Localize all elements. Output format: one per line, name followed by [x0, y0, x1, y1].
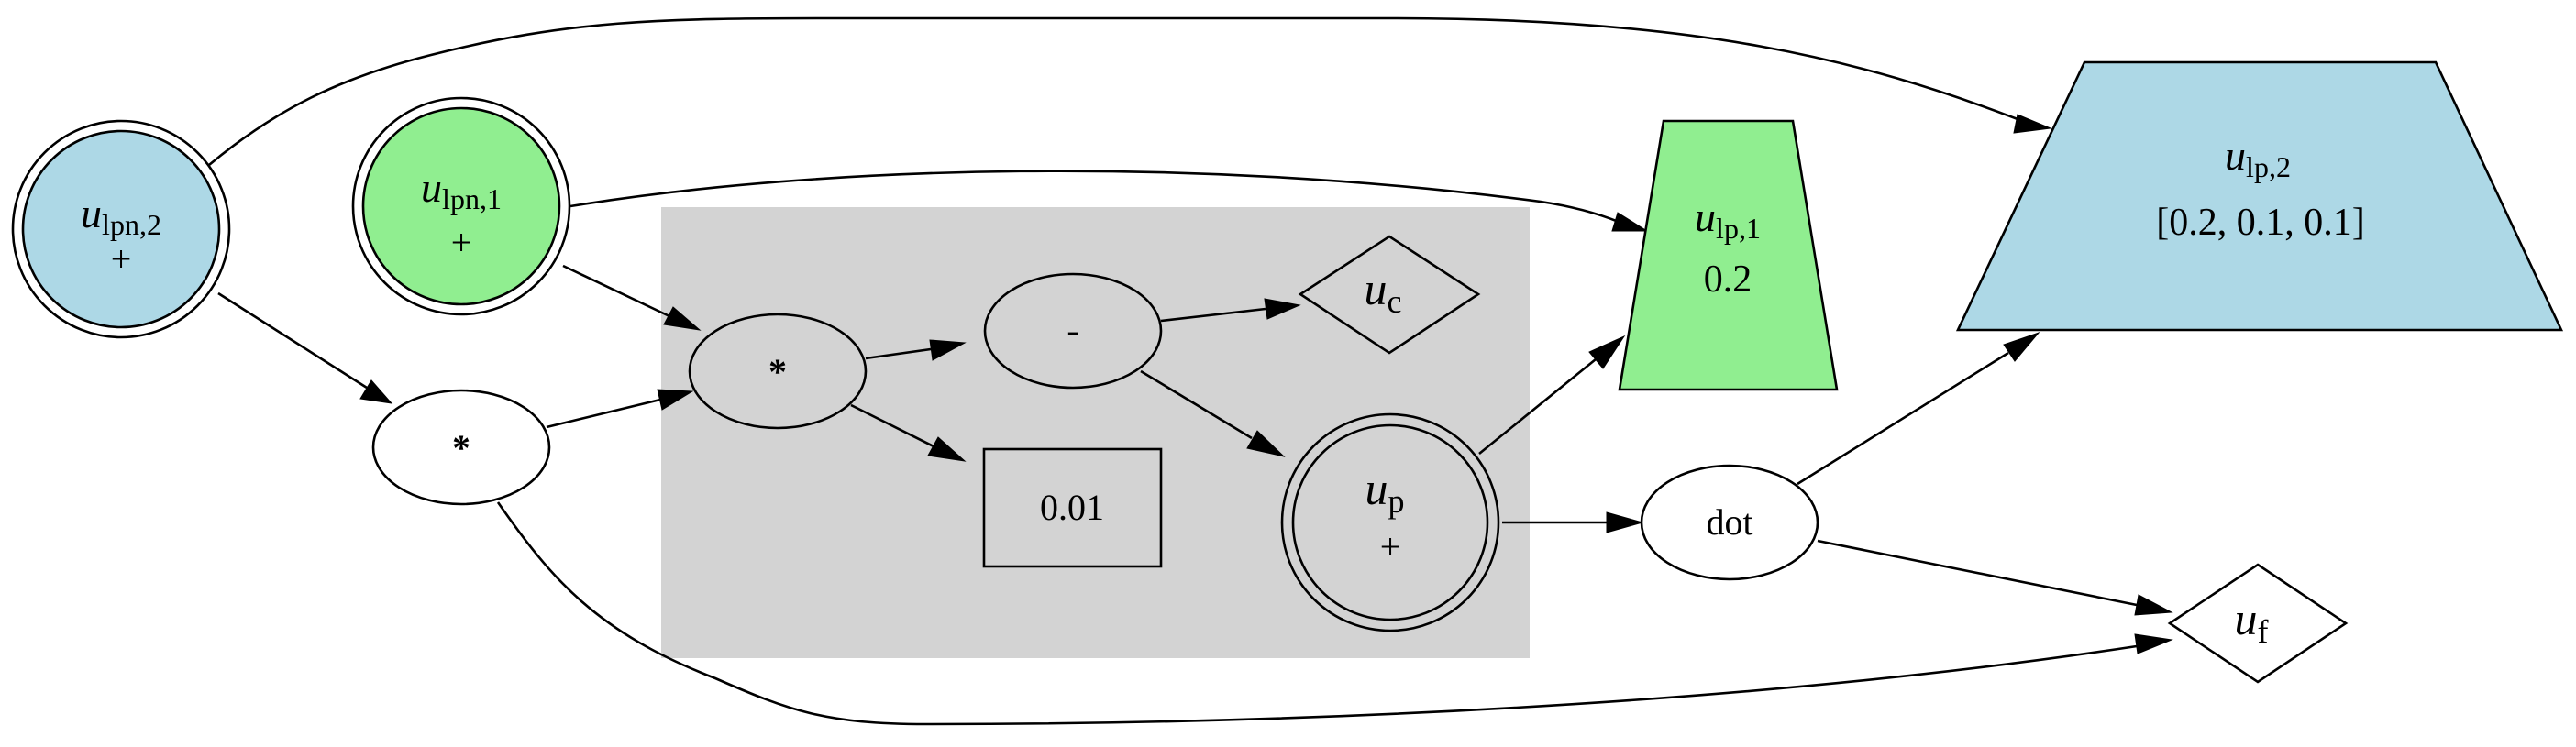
node-dot[interactable]: dot [1640, 464, 1819, 581]
edges [208, 16, 2173, 726]
subscript-label: p [1388, 483, 1405, 520]
op-label: + [111, 238, 132, 280]
arrowhead [927, 436, 967, 462]
node-label: * [768, 351, 787, 392]
svg-text:ulp,2: ulp,2 [2225, 132, 2291, 183]
node-minus[interactable]: - [983, 272, 1163, 390]
arrowhead [2134, 594, 2173, 616]
node-label: 0.01 [1040, 487, 1104, 528]
edge-ulpn1-to-ulp1 [569, 170, 1620, 224]
subscript-label: lpn,1 [442, 182, 502, 215]
node-mul-left[interactable]: * [371, 389, 551, 506]
node-ulp2[interactable]: ulp,2 [0.2, 0.1, 0.1] [1955, 60, 2564, 332]
edge-mul-left-to-uf [496, 501, 2138, 726]
node-ulp1[interactable]: ulp,1 0.2 [1618, 119, 1839, 391]
value-label: 0.2 [1704, 258, 1752, 301]
var-label: u [2225, 132, 2246, 179]
arrowhead [359, 379, 393, 404]
value-label: [0.2, 0.1, 0.1] [2156, 202, 2364, 244]
svg-text:ulp,1: ulp,1 [1695, 193, 1761, 245]
subscript-label: lp,2 [2246, 150, 2291, 183]
arrowhead [1611, 212, 1649, 232]
subscript-label: f [2258, 613, 2269, 650]
arrowhead [1264, 298, 1301, 320]
node-ulpn1[interactable]: ulpn,1 + [351, 96, 571, 316]
node-label: * [452, 427, 470, 468]
op-label: + [451, 222, 472, 263]
edge-minus-to-up [1140, 369, 1253, 440]
var-label: u [1365, 463, 1388, 514]
edge-dot-to-uf [1817, 539, 2138, 607]
edge-ulpn2-to-mul-left [217, 291, 368, 390]
arrowhead [657, 389, 694, 411]
edge-ulpn2-to-ulp2 [208, 16, 2018, 166]
arrowhead [1606, 511, 1644, 533]
var-label: u [1695, 193, 1716, 240]
var-label: u [421, 164, 442, 211]
var-label: u [1365, 263, 1388, 314]
edge-mul-left-to-mul-mid [546, 398, 661, 429]
var-label: u [2235, 593, 2258, 644]
node-ulpn2[interactable]: ulpn,2 + [11, 119, 231, 339]
subscript-label: c [1388, 283, 1402, 320]
svg-text:uc: uc [1365, 263, 1402, 320]
edge-ulpn1-to-mul-mid [562, 264, 670, 318]
arrowhead [2013, 114, 2052, 134]
arrowhead [1588, 335, 1626, 369]
node-mul-mid[interactable]: * [688, 313, 868, 430]
svg-text:up: up [1365, 463, 1405, 520]
node-uc[interactable]: uc [1298, 235, 1481, 355]
node-label: dot [1706, 501, 1752, 543]
node-uf[interactable]: uf [2167, 563, 2349, 684]
node-up[interactable]: up + [1280, 412, 1500, 632]
edge-mul-mid-to-const [850, 403, 934, 448]
arrowhead [929, 339, 967, 361]
edge-mul-mid-to-minus [865, 347, 932, 360]
edge-minus-to-uc [1160, 307, 1266, 323]
arrowhead [2003, 331, 2040, 362]
svg-text:ulpn,1: ulpn,1 [421, 164, 502, 215]
subscript-label: lp,1 [1716, 212, 1761, 245]
node-const[interactable]: 0.01 [982, 447, 1163, 568]
var-label: u [81, 190, 102, 236]
svg-text:ulpn,2: ulpn,2 [81, 190, 161, 241]
arrowhead [2134, 633, 2173, 654]
node-label: - [1067, 310, 1078, 351]
arrowhead [1246, 430, 1286, 457]
edge-dot-to-ulp2 [1797, 351, 2009, 486]
edge-up-to-ulp1 [1478, 357, 1597, 456]
op-label: + [1380, 526, 1401, 567]
arrowhead [663, 306, 702, 331]
subscript-label: lpn,2 [102, 208, 161, 241]
svg-text:uf: uf [2235, 593, 2269, 650]
